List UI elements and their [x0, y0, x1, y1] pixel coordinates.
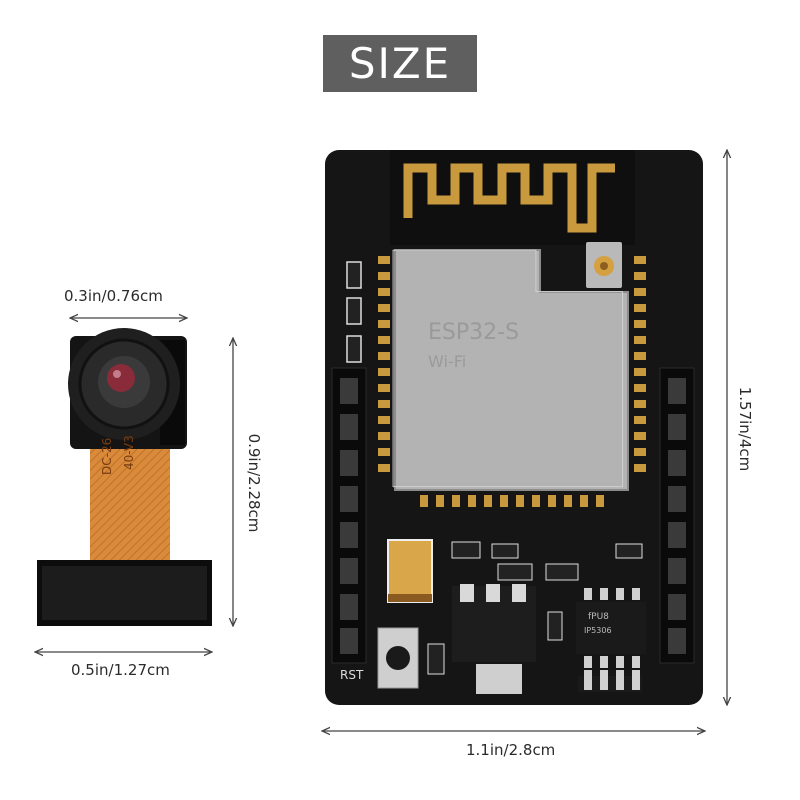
camera-width-label: 0.5in/1.27cm — [71, 661, 170, 679]
board-height-label: 1.57in/4cm — [736, 386, 754, 472]
reset-label: RST — [340, 668, 364, 682]
smd-components — [346, 261, 646, 694]
reset-button — [377, 627, 419, 689]
power-ic — [576, 602, 646, 654]
tantalum-capacitor — [387, 539, 433, 603]
title-badge: SIZE — [323, 35, 477, 92]
camera-lens-icon — [107, 364, 135, 392]
regulator-text-2: IP5306 — [584, 626, 612, 635]
module-pads — [378, 256, 646, 507]
module-shield — [394, 249, 629, 491]
ribbon-text-2: 40-V3 — [122, 435, 136, 470]
module-text-2: Wi-Fi — [428, 352, 467, 371]
camera-length-label: 0.9in/2.28cm — [245, 433, 263, 533]
ribbon-text-1: DC-26 — [100, 437, 114, 475]
title: SIZE — [348, 38, 452, 88]
esp32-cam-board — [325, 150, 703, 705]
camera-ribbon — [90, 440, 170, 565]
regulator-text-1: fPU8 — [588, 612, 609, 622]
right-header-pins — [659, 367, 695, 664]
left-header-pins — [331, 367, 367, 664]
board-width-label: 1.1in/2.8cm — [466, 741, 556, 759]
camera-lens-width-label: 0.3in/0.76cm — [64, 287, 163, 305]
camera-module — [37, 328, 212, 626]
module-text-1: ESP32-S — [428, 320, 520, 345]
antenna-trace — [403, 163, 615, 233]
